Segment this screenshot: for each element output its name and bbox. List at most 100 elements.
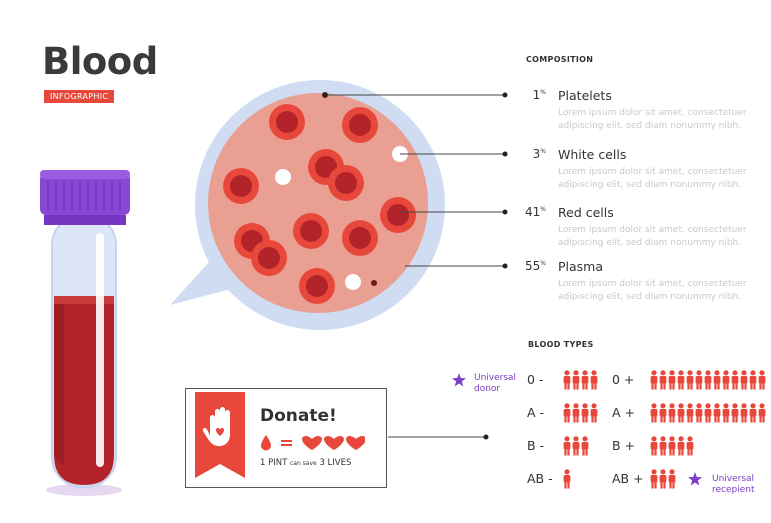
person-icon <box>563 469 571 489</box>
people-row <box>563 436 589 456</box>
person-icon <box>731 370 739 390</box>
person-icon <box>722 370 730 390</box>
blood-type-label: AB + <box>612 471 644 486</box>
person-icon <box>668 469 676 489</box>
blood-type-label: 0 - <box>527 372 544 387</box>
blood-type-label: B + <box>612 438 636 453</box>
donate-title: Donate! <box>260 406 337 426</box>
person-icon <box>695 370 703 390</box>
subtitle-badge: INFOGRAPHIC <box>44 90 115 103</box>
composition-desc-line: Lorem ipsum dolor sit amet, consectetuer <box>558 108 747 118</box>
blood-type-label: A - <box>527 405 545 420</box>
person-icon <box>731 403 739 423</box>
person-icon <box>572 436 580 456</box>
page-title: Blood <box>42 40 158 83</box>
lives-label: 3 LIVES <box>319 458 352 468</box>
person-icon <box>650 436 658 456</box>
person-icon <box>749 403 757 423</box>
blood-type-label: AB - <box>527 471 553 486</box>
composition-pct: 55% <box>525 259 546 273</box>
person-icon <box>563 403 571 423</box>
pint-saves-text: 1 PINT can save 3 LIVES <box>260 458 351 468</box>
people-row <box>650 436 694 456</box>
composition-desc-line: adipiscing elit, sed diam nonummy nibh. <box>558 121 742 131</box>
blood-type-label: B - <box>527 438 545 453</box>
person-icon <box>749 370 757 390</box>
person-icon <box>563 370 571 390</box>
star-icon <box>688 472 702 486</box>
people-row <box>563 370 598 390</box>
donate-equation <box>261 435 365 451</box>
hand-heart-icon <box>195 392 245 478</box>
heart-icon <box>324 436 344 450</box>
composition-desc-line: adipiscing elit, sed diam nonummy nibh. <box>558 292 742 302</box>
person-icon <box>686 403 694 423</box>
person-icon <box>590 370 598 390</box>
person-icon <box>590 403 598 423</box>
composition-pct: 3% <box>532 147 546 161</box>
person-icon <box>740 403 748 423</box>
blood-cells-bubble <box>170 80 445 330</box>
person-icon <box>758 370 766 390</box>
test-tube-illustration <box>40 170 130 496</box>
person-icon <box>581 436 589 456</box>
people-row <box>650 370 766 390</box>
universal-recipient-label: Universal recepient <box>712 474 755 495</box>
person-icon <box>659 370 667 390</box>
person-icon <box>572 370 580 390</box>
person-icon <box>704 403 712 423</box>
person-icon <box>677 370 685 390</box>
person-icon <box>581 370 589 390</box>
person-icon <box>563 436 571 456</box>
red-cells-group <box>223 104 416 304</box>
people-row <box>563 403 598 423</box>
composition-desc-line: Lorem ipsum dolor sit amet, consectetuer <box>558 225 747 235</box>
person-icon <box>650 370 658 390</box>
composition-pct: 1% <box>532 88 546 102</box>
person-icon <box>704 370 712 390</box>
blood-type-label: 0 + <box>612 372 635 387</box>
people-row <box>650 469 676 489</box>
person-icon <box>668 370 676 390</box>
person-icon <box>713 403 721 423</box>
composition-name: White cells <box>558 147 627 162</box>
person-icon <box>758 403 766 423</box>
person-icon <box>677 436 685 456</box>
composition-name: Plasma <box>558 259 604 274</box>
composition-desc-line: adipiscing elit, sed diam nonummy nibh. <box>558 238 742 248</box>
person-icon <box>722 403 730 423</box>
person-icon <box>572 403 580 423</box>
person-icon <box>713 370 721 390</box>
composition-pct: 41% <box>525 205 546 219</box>
people-row <box>563 469 571 489</box>
composition-heading: COMPOSITION <box>526 55 594 64</box>
person-icon <box>677 403 685 423</box>
person-icon <box>650 469 658 489</box>
composition-name: Platelets <box>558 88 612 103</box>
blood-drop-icon <box>261 435 271 451</box>
person-icon <box>650 403 658 423</box>
person-icon <box>740 370 748 390</box>
people-row <box>650 403 766 423</box>
universal-donor-label: Universal donor <box>474 373 517 394</box>
person-icon <box>659 403 667 423</box>
blood-type-label: A + <box>612 405 635 420</box>
person-icon <box>668 436 676 456</box>
blood-types-heading: BLOOD TYPES <box>528 340 594 349</box>
person-icon <box>668 403 676 423</box>
person-icon <box>659 436 667 456</box>
heart-icon <box>346 436 365 450</box>
pint-label: 1 PINT <box>260 458 288 468</box>
person-icon <box>581 403 589 423</box>
person-icon <box>686 370 694 390</box>
heart-icon <box>302 436 322 450</box>
star-icon <box>452 373 466 387</box>
composition-desc-line: Lorem ipsum dolor sit amet, consectetuer <box>558 167 747 177</box>
composition-name: Red cells <box>558 205 614 220</box>
composition-desc-line: adipiscing elit, sed diam nonummy nibh. <box>558 180 742 190</box>
composition-desc-line: Lorem ipsum dolor sit amet, consectetuer <box>558 279 747 289</box>
person-icon <box>659 469 667 489</box>
person-icon <box>686 436 694 456</box>
can-save-label: can save <box>290 460 317 467</box>
